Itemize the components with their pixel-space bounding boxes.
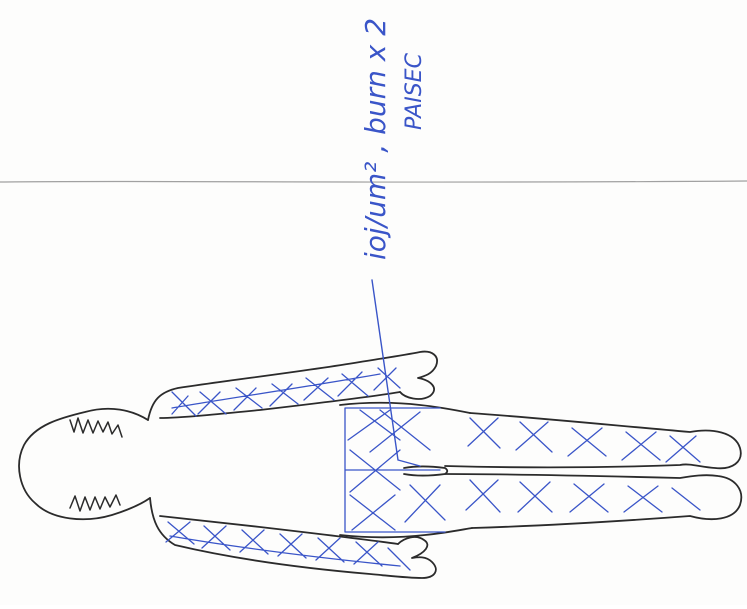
hatch-leg-upper [468, 418, 700, 462]
annotation-pointer [372, 280, 420, 466]
crotch-outline [404, 467, 447, 476]
annotation-line1: ioj/um² , burn x 2 [359, 18, 392, 260]
hatch-leg-lower [466, 480, 700, 512]
leg-upper-outline [445, 413, 741, 468]
arm-upper-outline [148, 352, 437, 420]
hatch-arm-lower [166, 522, 410, 570]
annotation-group: ioj/um² , burn x 2 PAISEC [359, 18, 427, 260]
hair-bottom [70, 495, 120, 511]
hatch-arm-upper [172, 368, 400, 416]
body-outline [19, 352, 741, 578]
hatch-torso [345, 408, 445, 532]
head-outline [19, 409, 150, 519]
hair-top [70, 418, 122, 437]
annotation-line2: PAISEC [402, 52, 427, 130]
